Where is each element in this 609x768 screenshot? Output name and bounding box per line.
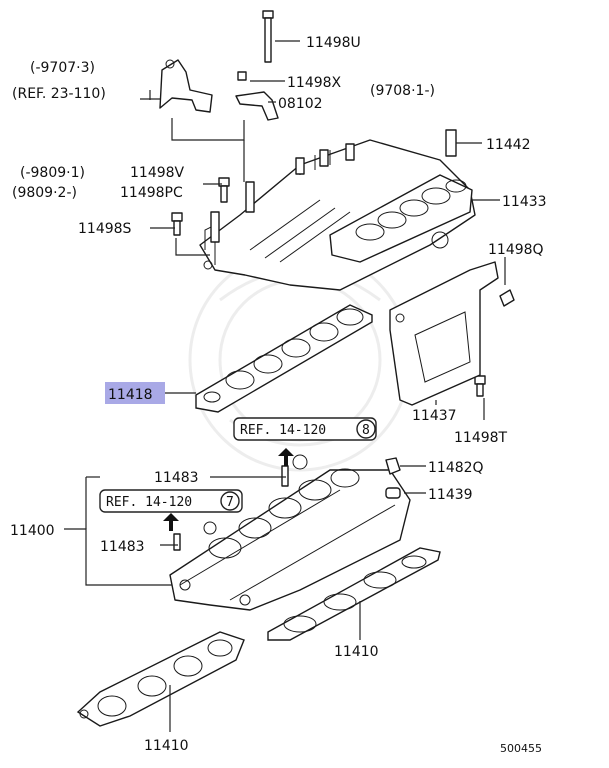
label-11410-left[interactable]: 11410 [144,738,189,754]
ref-box-8[interactable]: REF. 14-120 8 [233,417,377,441]
label-11482Q[interactable]: 11482Q [428,460,484,476]
upper-gasket [195,304,373,413]
note-9809-2: (9809·2-) [12,185,77,201]
upper-intake-manifold [199,139,476,291]
note-9809-1: (-9809·1) [20,165,85,181]
label-11498PC[interactable]: 11498PC [120,185,183,201]
lower-gasket-left [76,631,245,727]
diagram-code: 500455 [500,742,542,755]
leader-lines [64,40,506,732]
lower-gasket-right [267,547,441,641]
highlight-11418 [105,382,165,404]
ref-box-8-num: 8 [362,423,370,438]
bracket-08102 [235,91,279,121]
label-11498U[interactable]: 11498U [306,35,361,51]
lower-intake-manifold [169,454,411,611]
label-11483-upper[interactable]: 11483 [154,470,199,486]
ref-box-7[interactable]: REF. 14-120 7 [99,489,243,513]
label-11433[interactable]: 11433 [502,194,547,210]
bolts [171,10,515,397]
label-11498S[interactable]: 11498S [78,221,132,237]
ref-box-7-num: 7 [226,495,234,510]
label-11410-right[interactable]: 11410 [334,644,379,660]
label-11498T[interactable]: 11498T [454,430,508,446]
ref-box-7-text: REF. 14-120 [106,495,192,510]
label-11418[interactable]: 11418 [108,387,153,403]
note-9707: (-9707·3) [30,60,95,76]
label-11442[interactable]: 11442 [486,137,531,153]
stay-bracket [389,261,499,406]
label-11498X[interactable]: 11498X [287,75,342,91]
label-11498Q[interactable]: 11498Q [488,242,544,258]
label-11483-lower[interactable]: 11483 [100,539,145,555]
notes: (-9707·3) (REF. 23-110) (9708·1-) (-9809… [12,60,435,201]
label-11439[interactable]: 11439 [428,487,473,503]
label-11400[interactable]: 11400 [10,523,55,539]
ref-box-8-text: REF. 14-120 [240,423,326,438]
label-08102[interactable]: 08102 [278,96,323,112]
note-ref-23-110: (REF. 23-110) [12,86,106,102]
bracket-23-110 [159,59,213,113]
part-labels: 11498U 11498X 08102 11442 11433 11498Q 1… [10,35,547,754]
ref-arrows [163,448,294,531]
label-11437[interactable]: 11437 [412,408,457,424]
label-11498V[interactable]: 11498V [130,165,185,181]
note-9708: (9708·1-) [370,83,435,99]
